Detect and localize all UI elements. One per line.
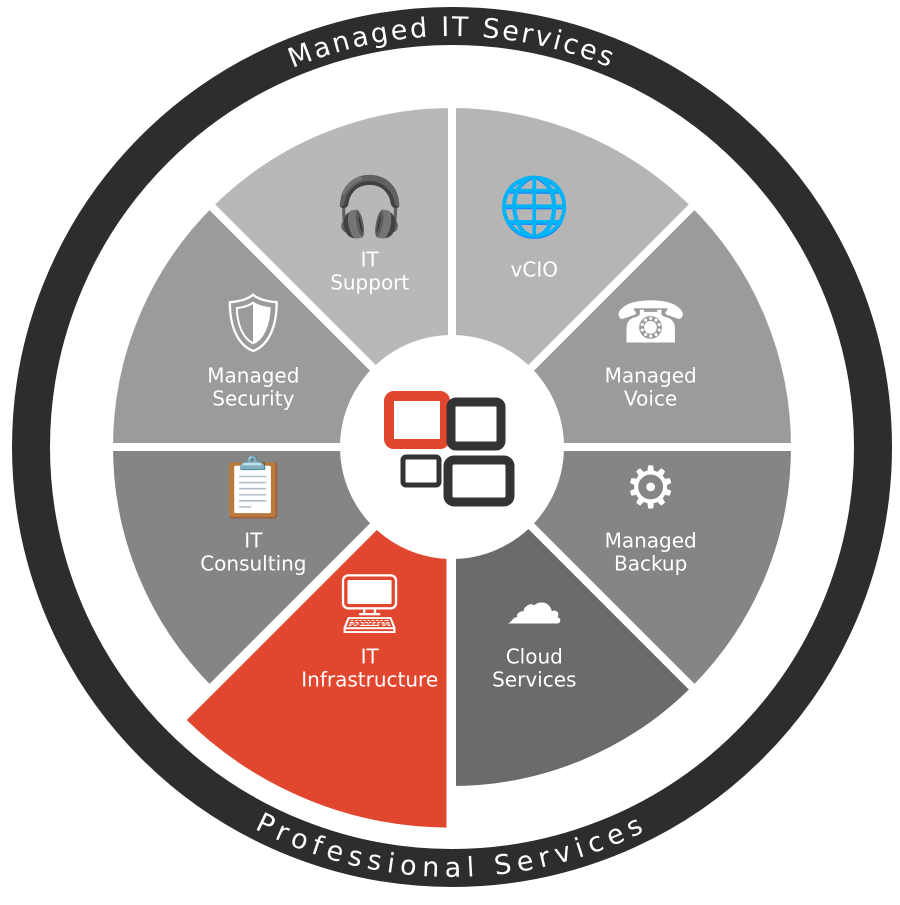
segment-label: Backup: [614, 551, 687, 575]
server-monitor-icon: 🖥: [333, 570, 407, 638]
segment-it-infrastructure[interactable]: [175, 441, 455, 836]
segment-label: Consulting: [200, 551, 306, 575]
center-logo-icon: [384, 391, 515, 507]
cloud-icon: ☁: [505, 570, 563, 638]
globe-arrow-icon: 🌐: [498, 172, 570, 240]
segment-label: Voice: [624, 387, 677, 411]
segment-label: Support: [330, 270, 409, 294]
segment-label: IT: [361, 645, 380, 669]
segment-label: Managed: [605, 528, 697, 552]
segment-label: Cloud: [506, 645, 563, 669]
segment-label: vCIO: [511, 257, 558, 281]
segment-label: Services: [492, 668, 576, 692]
outer-ring: [12, 7, 892, 887]
clipboard-check-icon: 📋: [217, 453, 289, 521]
headset-user-icon: 🎧: [334, 172, 406, 240]
segment-label: Security: [212, 387, 294, 411]
segment-label: Infrastructure: [301, 668, 438, 692]
shield-check-icon: 🛡: [217, 289, 291, 357]
segment-label: Managed: [207, 364, 299, 388]
segment-label: Managed: [605, 364, 697, 388]
segment-label: IT: [361, 247, 380, 271]
phone-clock-icon: ☎: [615, 289, 687, 357]
segment-label: IT: [244, 528, 263, 552]
gears-icon: ⚙: [625, 453, 677, 521]
